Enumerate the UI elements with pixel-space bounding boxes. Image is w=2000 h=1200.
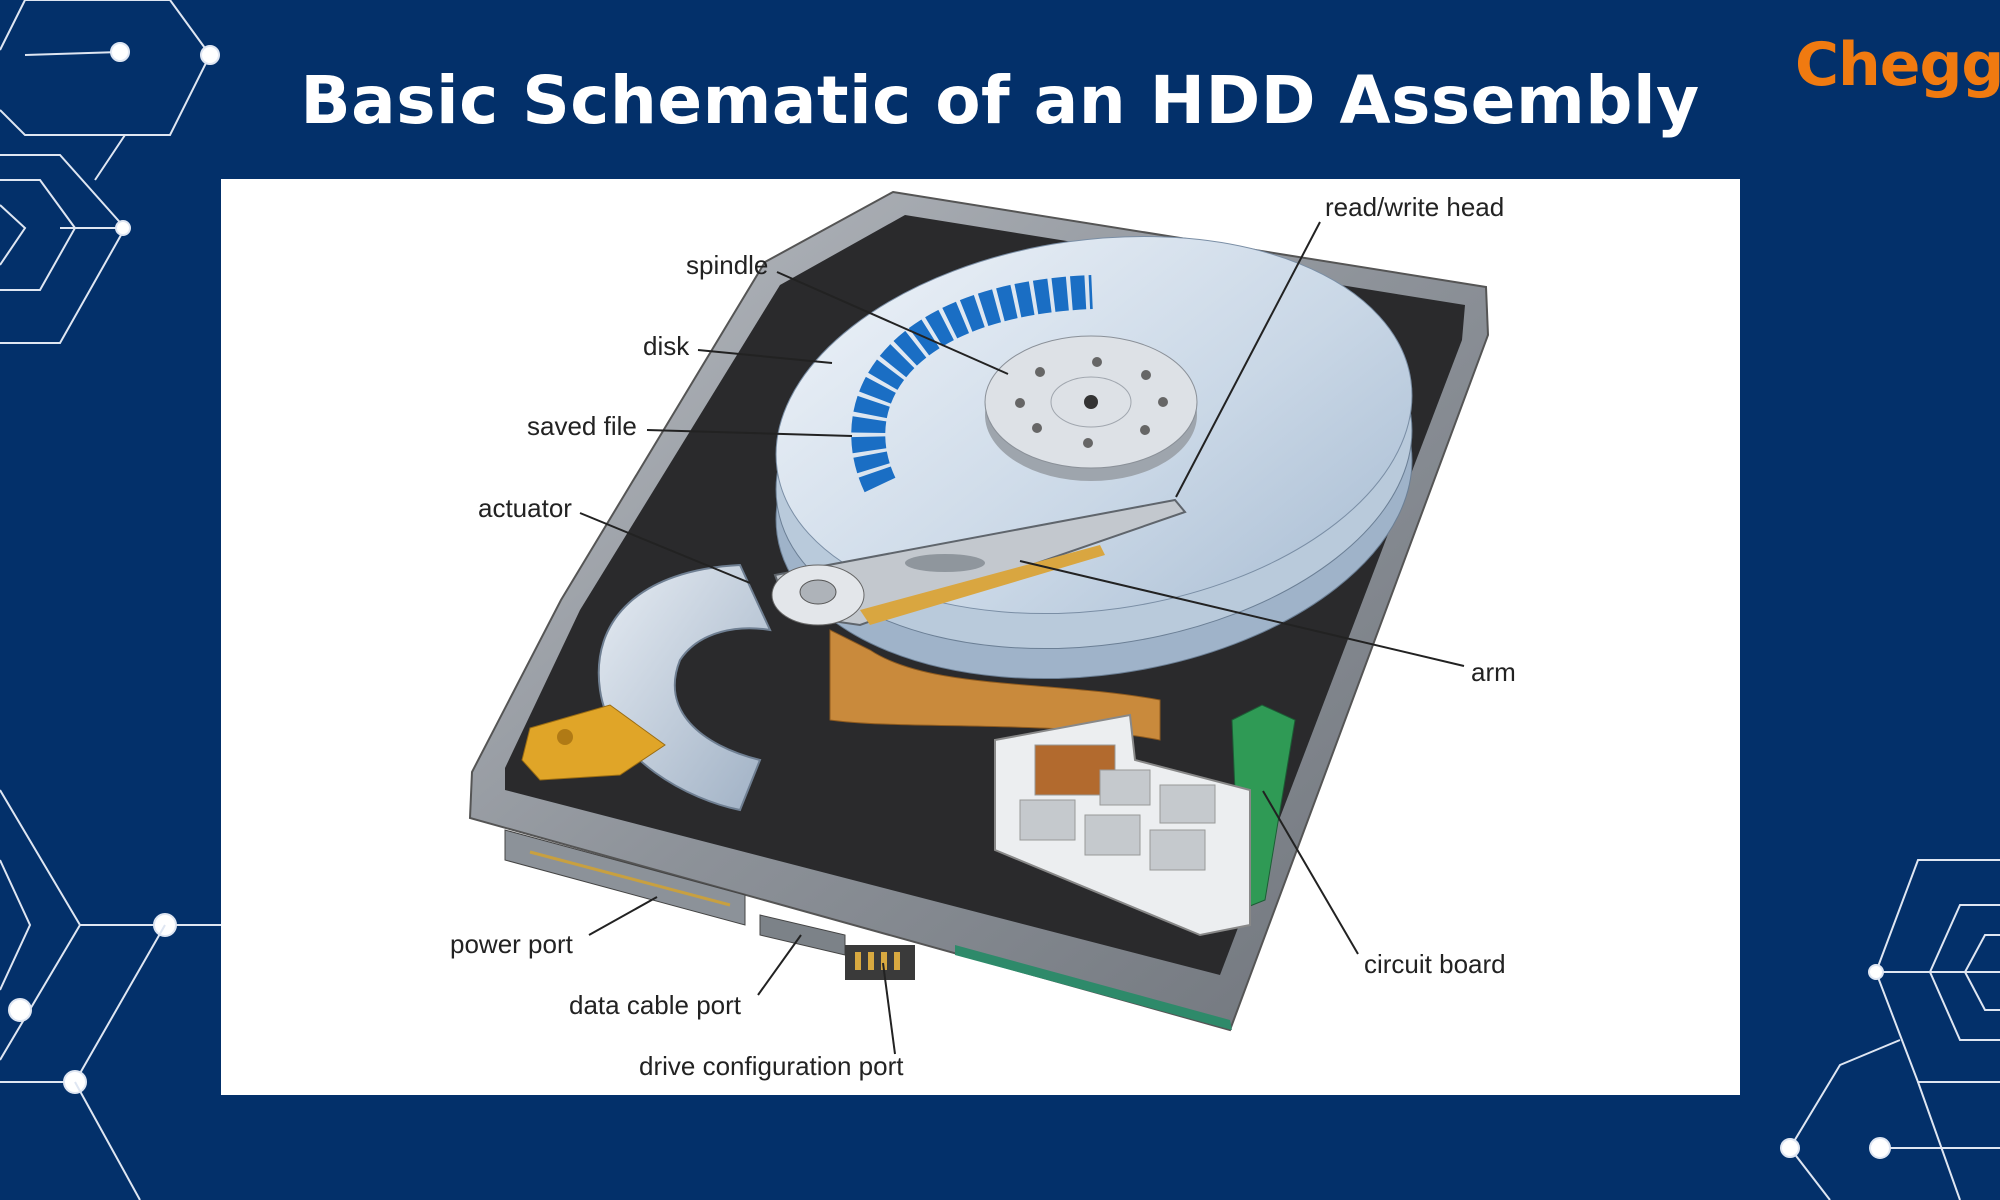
- leader-saved-file: [646, 429, 853, 437]
- leader-spindle: [776, 271, 1009, 375]
- leader-drive-config-port: [882, 962, 896, 1055]
- leader-read-write-head: [1175, 221, 1321, 498]
- label-saved-file: saved file: [527, 411, 637, 441]
- leader-power-port: [588, 896, 658, 936]
- label-circuit-board: circuit board: [1364, 949, 1506, 979]
- leader-arm: [1019, 560, 1465, 667]
- label-disk: disk: [643, 331, 690, 361]
- circuit-board: [955, 945, 1232, 1030]
- label-spindle: spindle: [686, 250, 769, 280]
- saved-file-arc: [851, 275, 1093, 493]
- ribbon-cable: [829, 629, 1161, 741]
- leader-circuit-board: [1262, 790, 1359, 955]
- label-data-cable-port: data cable port: [569, 990, 742, 1020]
- chegg-logo: Chegg: [1795, 30, 2000, 100]
- data-cable-port-slot: [759, 914, 846, 956]
- label-arm: arm: [1471, 657, 1516, 687]
- leader-disk: [697, 349, 833, 364]
- label-read-write-head: read/write head: [1325, 192, 1505, 222]
- leader-actuator: [579, 512, 751, 584]
- label-drive-configuration-port: drive configuration port: [639, 1051, 904, 1081]
- label-power-port: power port: [450, 929, 573, 959]
- leader-lines: [579, 221, 1465, 1055]
- page-title: Basic Schematic of an HDD Assembly: [300, 62, 1700, 139]
- actuator-yellow-block: [521, 704, 666, 781]
- label-actuator: actuator: [478, 493, 572, 523]
- leader-data-cable-port: [757, 934, 802, 996]
